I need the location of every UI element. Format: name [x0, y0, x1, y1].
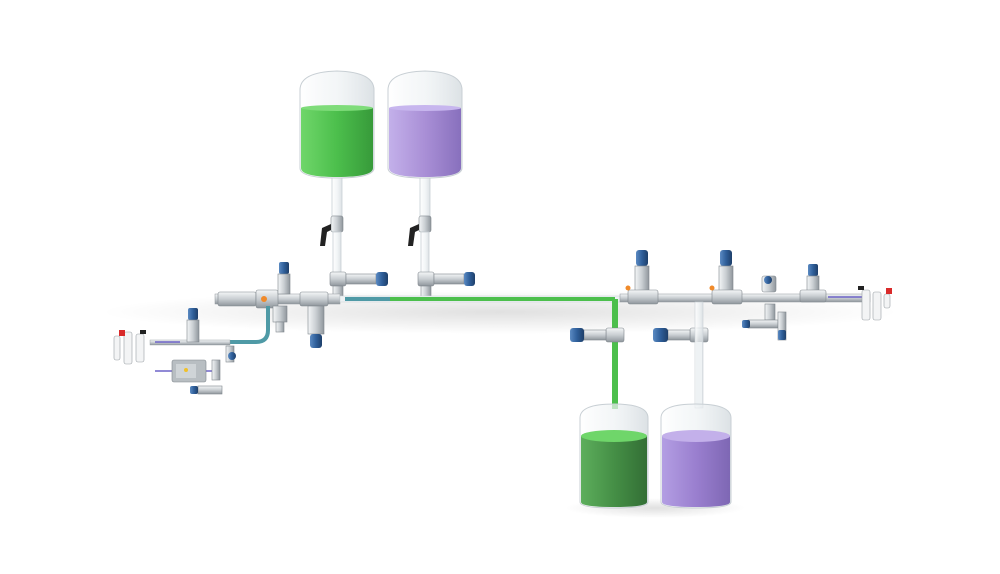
outlet-valve-green[interactable] — [570, 327, 625, 343]
header-valve-left-1[interactable] — [277, 262, 291, 295]
receiving-tank-green — [579, 403, 649, 509]
actuator-icon — [464, 272, 475, 286]
filter-regulator-left[interactable] — [113, 330, 146, 365]
header-valve-left-3[interactable] — [307, 305, 325, 348]
control-box-icon — [171, 359, 207, 383]
actuator-icon — [808, 264, 818, 276]
purple-outlet-pipe-fill — [696, 342, 702, 406]
header-valve-right-4[interactable] — [799, 264, 827, 303]
actuator-icon — [653, 328, 668, 342]
actuator-icon — [570, 328, 584, 342]
left-skid-valve[interactable] — [186, 308, 200, 343]
header-valve-right-3[interactable] — [742, 275, 787, 341]
actuator-icon — [742, 320, 750, 328]
filter-regulator-icon — [858, 286, 892, 321]
actuator-icon — [310, 334, 322, 348]
supply-tank-purple — [387, 70, 463, 217]
header-valve-right-1[interactable] — [625, 250, 659, 305]
teal-section — [345, 297, 390, 301]
hand-lever-icon — [408, 224, 419, 246]
actuator-icon — [764, 276, 772, 284]
inlet-valve-purple[interactable] — [417, 271, 475, 301]
left-header-fittings — [217, 289, 329, 309]
supply-tank-green — [299, 70, 375, 217]
actuator-icon — [228, 352, 236, 360]
actuator-icon — [636, 250, 648, 266]
actuator-icon — [778, 330, 786, 340]
filter-regulator-right[interactable] — [858, 286, 892, 321]
header-valve-right-2[interactable] — [709, 250, 743, 305]
control-box[interactable] — [171, 359, 207, 383]
receiving-tank-purple — [660, 403, 732, 509]
teal-hose — [220, 306, 270, 344]
actuator-icon — [190, 386, 198, 394]
header-valve-left-2[interactable] — [272, 305, 288, 333]
green-flow-line — [345, 297, 618, 409]
actuator-icon — [720, 250, 732, 266]
actuator-icon — [188, 308, 198, 320]
hand-lever-icon — [320, 224, 331, 246]
actuator-icon — [376, 272, 388, 286]
left-skid-fittings — [190, 345, 236, 395]
actuator-icon — [279, 262, 289, 274]
filter-regulator-icon — [113, 330, 146, 365]
manual-valve-purple-outlet[interactable] — [408, 215, 432, 277]
manual-valve-green-outlet[interactable] — [320, 215, 344, 277]
